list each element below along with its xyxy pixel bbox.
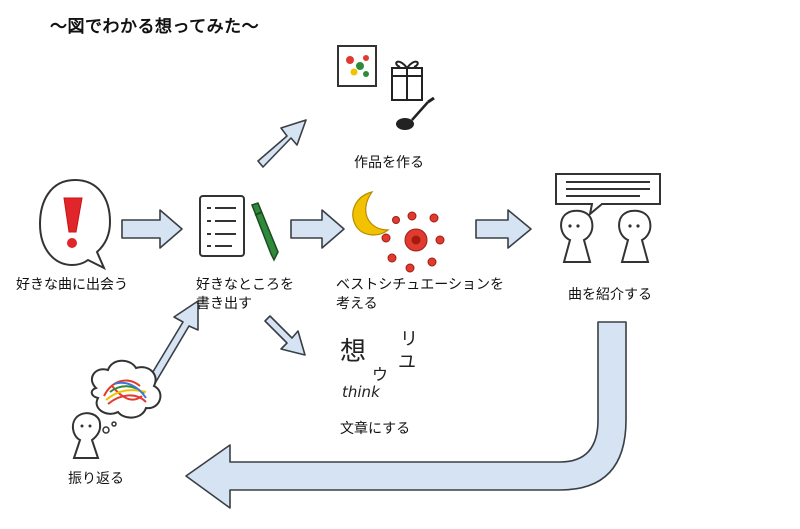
arrow-reflect-to-write <box>147 300 199 386</box>
doodle-word: think <box>342 383 381 401</box>
exclamation-bubble-icon <box>38 178 112 271</box>
doodle-kanji: 想 <box>340 337 366 367</box>
doodle-kana-2: ユ <box>398 352 416 373</box>
doodle-kana-1: リ <box>400 329 418 350</box>
node-label-scene-line1: ベストシチュエーションを <box>336 277 504 293</box>
doodle-kana-3: ウ <box>372 365 388 384</box>
checklist-notebook-icon <box>199 195 245 257</box>
arrow-write-to-create <box>257 119 307 168</box>
node-label-create: 作品を作る <box>354 155 424 171</box>
node-label-scene: ベストシチュエーションを 考える <box>336 276 504 314</box>
node-label-write-line2: 書き出す <box>196 296 252 312</box>
arrow-introduce-to-reflect <box>185 321 627 509</box>
guitar-icon <box>396 96 435 130</box>
thinking-cloud-person-icon <box>72 359 162 459</box>
page-title: 〜図でわかる想ってみた〜 <box>50 17 260 37</box>
node-label-write: 好きなところを 書き出す <box>196 276 294 314</box>
arrow-write-to-text <box>264 315 306 356</box>
node-label-write-line1: 好きなところを <box>196 277 294 293</box>
node-label-encounter: 好きな曲に出会う <box>16 277 128 293</box>
moon-icon <box>352 191 390 236</box>
arrow-encounter-to-write <box>121 209 183 249</box>
handwriting-doodle: 想 リ ユ ウ think <box>340 329 418 401</box>
node-label-reflect: 振り返る <box>68 471 124 487</box>
picture-frame-icon <box>337 45 377 87</box>
green-pen-icon <box>251 202 279 262</box>
rose-flowers-icon <box>381 211 445 273</box>
speech-bubble-people-icon <box>555 173 661 263</box>
node-label-text: 文章にする <box>340 421 411 437</box>
gift-present-icon <box>391 60 423 101</box>
arrow-write-to-scene <box>290 209 345 249</box>
arrow-scene-to-introduce <box>475 209 532 249</box>
node-label-scene-line2: 考える <box>336 296 378 312</box>
node-label-introduce: 曲を紹介する <box>568 287 652 303</box>
